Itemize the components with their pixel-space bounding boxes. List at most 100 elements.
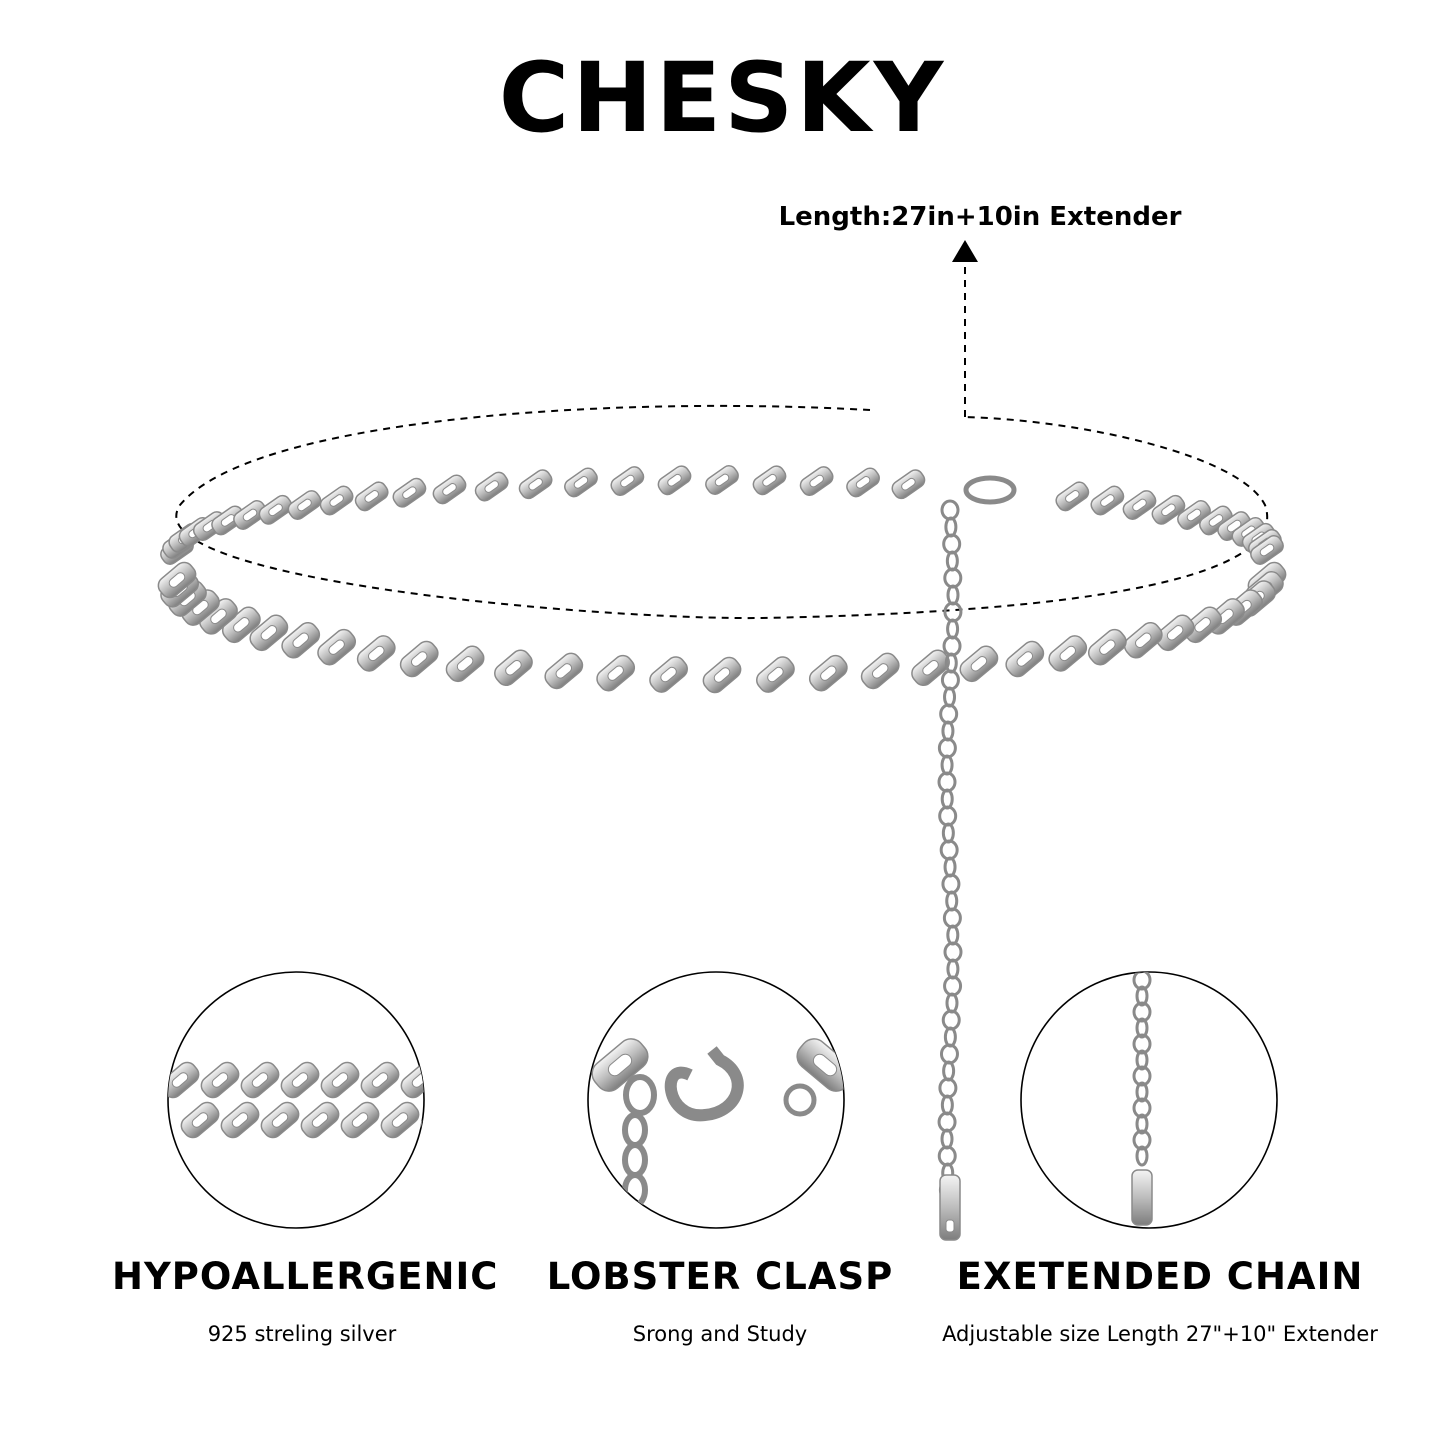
measurement-guide	[175, 262, 1268, 620]
detail-circle-hypoallergenic	[167, 971, 425, 1229]
extender-link	[937, 771, 957, 793]
chain-link	[544, 652, 584, 690]
extender-link	[938, 805, 958, 827]
chain-link	[808, 654, 848, 692]
chain-link	[1055, 481, 1090, 512]
extender-link	[940, 754, 954, 776]
chain-link	[518, 469, 553, 500]
extender-chain	[937, 475, 1017, 1241]
detail-circle-lobster-clasp	[587, 971, 845, 1229]
extender-link	[937, 1145, 957, 1167]
chain-link	[1005, 640, 1045, 678]
chain-link	[756, 656, 795, 693]
feature-lobster-clasp: LOBSTER CLASP Srong and Study	[540, 1255, 900, 1346]
extender-tag	[939, 1174, 961, 1241]
extender-link	[943, 567, 963, 589]
extender-link	[946, 958, 960, 980]
chain-link	[356, 635, 396, 672]
chain-link	[168, 1061, 200, 1099]
chain-link	[846, 467, 880, 498]
feature-extended-chain: EXETENDED CHAIN Adjustable size Length 2…	[920, 1255, 1400, 1346]
extender-link	[940, 499, 960, 521]
chain-link	[1183, 606, 1223, 644]
chain-link	[1151, 494, 1186, 525]
extender-link	[937, 737, 957, 759]
extender-link	[946, 618, 960, 640]
chain-link	[702, 656, 742, 694]
extender-link	[941, 822, 955, 844]
chain-link	[1122, 490, 1157, 520]
extender-link	[943, 856, 957, 878]
chain-link	[281, 621, 321, 659]
chain-link	[300, 1101, 340, 1139]
chain-link	[200, 1061, 240, 1099]
chain-link	[1155, 614, 1195, 652]
chain-link	[591, 1038, 649, 1092]
chain-link	[1231, 516, 1266, 547]
extender-link	[943, 601, 963, 623]
chain-link	[1123, 621, 1163, 659]
chain-link	[959, 645, 999, 683]
extender-link	[946, 924, 960, 946]
feature-hypoallergenic: HYPOALLERGENIC 925 streling silver	[112, 1255, 499, 1346]
chain-link	[320, 1061, 360, 1099]
chain-link	[752, 465, 787, 496]
chain-link	[1090, 485, 1125, 516]
extender-link	[941, 873, 961, 895]
extender-link	[940, 1094, 954, 1116]
chain-link	[564, 467, 598, 498]
chain-link	[445, 645, 485, 683]
chain-link	[157, 561, 197, 599]
extender-link	[945, 550, 959, 572]
chain-link	[233, 500, 267, 530]
extender-link	[939, 703, 959, 725]
chain-link	[340, 1101, 380, 1139]
extender-link	[943, 686, 957, 708]
extender-link	[944, 652, 958, 674]
extender-link	[940, 1128, 954, 1150]
feature-subtitle: Adjustable size Length 27"+10" Extender	[942, 1322, 1378, 1346]
extender-link	[937, 1111, 957, 1133]
feature-title: LOBSTER CLASP	[546, 1255, 894, 1298]
extender-link	[939, 1043, 959, 1065]
chain-link	[392, 477, 427, 508]
extender-link	[940, 669, 960, 691]
detail-circle-extended-chain	[1020, 971, 1278, 1229]
chain-link	[610, 466, 645, 496]
extender-link	[942, 635, 962, 657]
extender-link	[943, 941, 963, 963]
chain-link	[260, 1101, 300, 1139]
extender-link	[942, 1060, 956, 1082]
chain-link	[911, 649, 950, 687]
chain-link	[799, 466, 834, 496]
chain-link	[319, 485, 354, 516]
chain-link	[258, 494, 293, 525]
extender-link	[943, 975, 963, 997]
chain-link	[596, 654, 636, 692]
feature-title: HYPOALLERGENIC	[112, 1255, 499, 1298]
chain-link	[354, 481, 389, 512]
extender-link	[942, 907, 962, 929]
chain-link	[360, 1061, 400, 1099]
chain-link	[494, 649, 533, 687]
chain-link	[1048, 635, 1088, 672]
feature-subtitle: Srong and Study	[632, 1322, 808, 1346]
extender-link	[945, 890, 959, 912]
chain-link	[240, 1061, 280, 1099]
extender-link	[941, 720, 955, 742]
chain-link	[199, 598, 238, 635]
chain-link	[1199, 505, 1233, 536]
chain-link	[1087, 628, 1127, 666]
chain-link	[280, 1061, 320, 1099]
cuban-chain	[157, 465, 1287, 694]
chain-link	[1177, 500, 1211, 530]
chain-link	[432, 474, 467, 505]
chain-link	[474, 471, 509, 502]
extender-link	[941, 1009, 961, 1031]
extender-link	[940, 788, 954, 810]
chain-link	[649, 656, 688, 693]
chain-link	[399, 640, 439, 678]
chain-link	[657, 465, 692, 496]
lobster-clasp-icon	[963, 475, 1017, 505]
